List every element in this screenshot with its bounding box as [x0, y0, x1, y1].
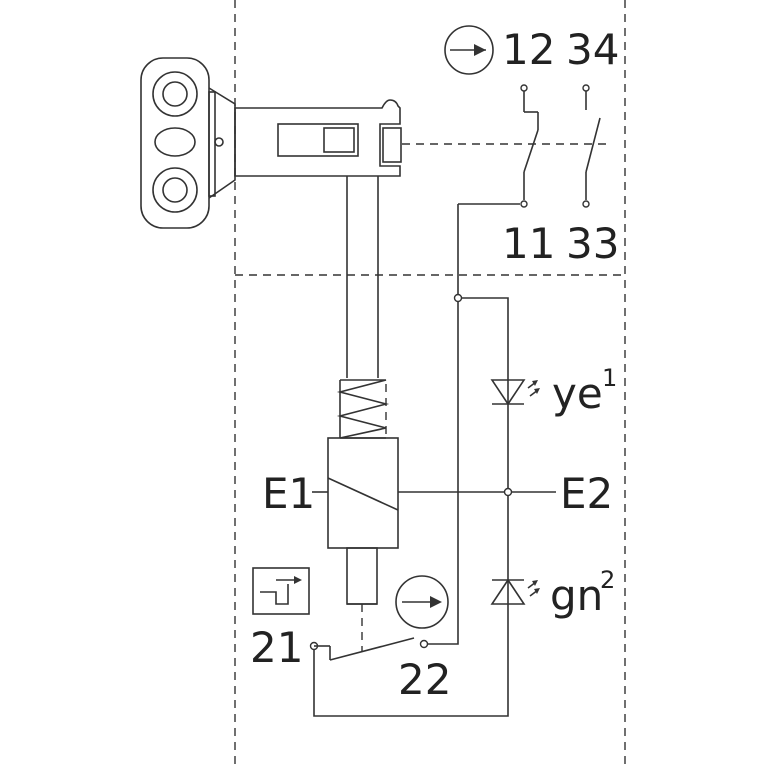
- led-label-gn-sup: 2: [600, 566, 615, 594]
- coil-label-e1: E1: [262, 469, 315, 518]
- plunger: [336, 176, 390, 439]
- monitoring-symbol-icon: [252, 567, 310, 615]
- led-label-ye-sup: 1: [602, 364, 617, 392]
- led-label-gn: gn: [550, 571, 603, 620]
- led-green-icon: [490, 578, 540, 605]
- contact-21-22: 21 22: [250, 604, 451, 704]
- wire-11-to-switch: [424, 203, 520, 645]
- junction-node: [453, 293, 463, 303]
- terminal-label-22: 22: [398, 655, 451, 704]
- led-yellow-icon: [490, 379, 540, 406]
- contact-12-11: 12 11: [502, 25, 555, 268]
- direction-indicator-bottom-icon: [395, 575, 449, 629]
- terminal-label-33: 33: [566, 219, 619, 268]
- terminal-label-34: 34: [566, 25, 619, 74]
- terminal-label-11: 11: [502, 219, 555, 268]
- terminal-label-12: 12: [502, 25, 555, 74]
- wire-led-bus: [313, 297, 509, 717]
- terminal-label-21: 21: [250, 623, 303, 672]
- direction-indicator-top-icon: [444, 25, 494, 75]
- locking-head: [234, 99, 402, 177]
- actuator-key: [140, 57, 236, 229]
- coil-label-e2: E2: [560, 469, 613, 518]
- led-label-ye: ye: [552, 369, 603, 418]
- contact-34-33: 34 33: [566, 25, 619, 268]
